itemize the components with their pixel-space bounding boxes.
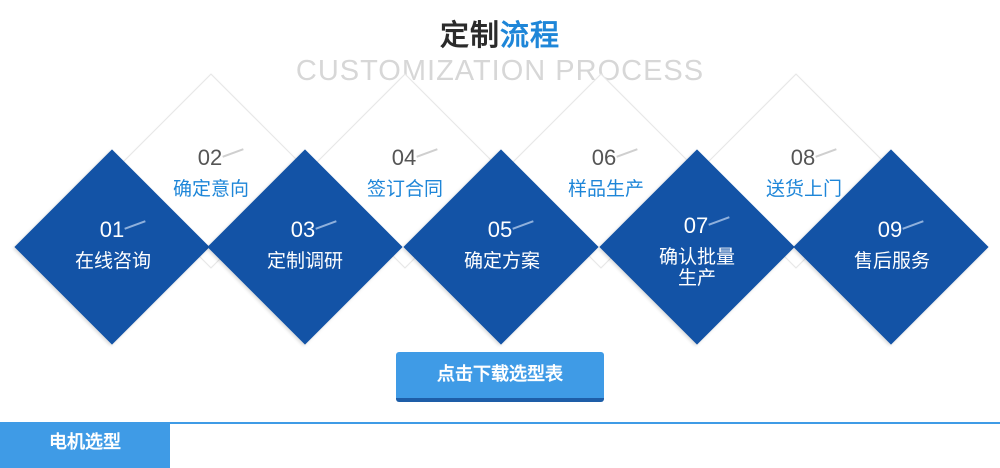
step-04-number: 04 [391,145,417,170]
step-08-number: 08 [790,145,816,170]
download-selection-table-button[interactable]: 点击下载选型表 [396,352,604,402]
step-06-label: 样品生产 [567,178,644,200]
step-08-label: 送货上门 [765,178,842,200]
step-07-label: 确认批量 [658,246,735,268]
tab-motor-selection[interactable]: 电机选型 [0,423,170,468]
page-subtitle: CUSTOMIZATION PROCESS [295,55,705,87]
step-02-number: 02 [197,145,223,170]
page-title: 定制流程 [0,16,1000,54]
step-07-number: 07 [683,213,709,238]
step-09-label: 售后服务 [853,250,930,272]
step-04-label: 签订合同 [366,178,443,200]
title-part2: 流程 [500,18,561,52]
step-01-number: 01 [99,217,125,242]
step-09-number: 09 [877,217,903,242]
step-06-number: 06 [591,145,617,170]
step-03-label: 定制调研 [266,250,343,272]
title-part1: 定制 [439,18,500,52]
step-05-number: 05 [487,217,513,242]
step-01-label: 在线咨询 [74,250,151,272]
section-divider [0,422,1000,424]
step-05-label: 确定方案 [463,250,540,272]
step-02-label: 确定意向 [172,178,249,200]
step-07-label-line2: 生产 [677,267,716,289]
step-03-number: 03 [290,217,316,242]
